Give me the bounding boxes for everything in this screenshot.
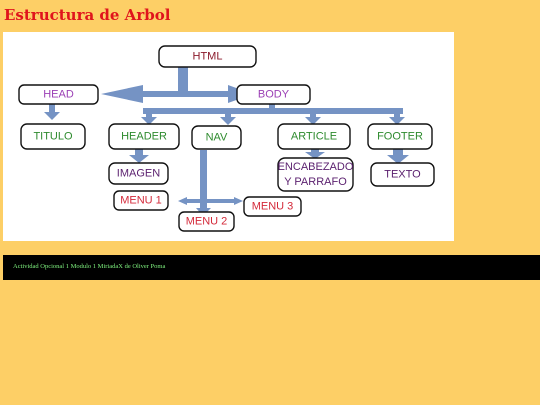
footer-label: FOOTER: [377, 131, 423, 143]
node-imagen: [108, 162, 169, 185]
menu1-arrow: [178, 197, 200, 205]
header-stem: [135, 148, 143, 156]
menu2-label: MENU 2: [186, 216, 228, 228]
menu1-label: MENU 1: [120, 195, 162, 207]
article-label: ARTICLE: [291, 131, 337, 143]
node-encabezado: [277, 157, 354, 192]
html-stem: [178, 67, 188, 91]
nav-label: NAV: [206, 132, 228, 144]
node-labels: HTML HEAD BODY TITULO HEADER NAV ARTICLE…: [33, 51, 423, 228]
node-article: [277, 123, 351, 150]
node-header: [108, 123, 180, 150]
menu3-arrow: [207, 197, 243, 205]
texto-arrowhead: [387, 155, 409, 164]
header-drop: [146, 111, 152, 118]
connector-arrows: [44, 67, 409, 216]
article-stem: [311, 148, 319, 153]
titulo-label: TITULO: [33, 131, 73, 143]
head-stem: [49, 103, 55, 113]
body-stem: [269, 102, 275, 110]
footer-arrowhead: [389, 117, 405, 125]
node-nav: [191, 125, 242, 150]
nav-drop: [225, 111, 231, 118]
node-menu2: [178, 211, 235, 232]
menu3-label: MENU 3: [252, 201, 294, 213]
node-footer: [367, 123, 433, 150]
node-body: [236, 84, 311, 105]
titulo-arrowhead: [44, 112, 60, 120]
encabezado-label-line1: ENCABEZADO: [278, 161, 354, 173]
node-texto: [370, 162, 435, 187]
node-menu3: [243, 196, 302, 217]
node-titulo: [20, 123, 86, 150]
footer-drop: [394, 111, 400, 118]
node-boxes: [18, 45, 435, 232]
tree-diagram-svg: HTML HEAD BODY TITULO HEADER NAV ARTICLE…: [18, 45, 435, 232]
head-body-double-arrow: [101, 85, 253, 103]
page-title: Estructura de Arbol: [4, 6, 171, 24]
body-children-bar: [143, 108, 403, 114]
head-label: HEAD: [43, 89, 74, 101]
footer-bar: Actividad Opcional 1 Modulo 1 MiriadaX d…: [3, 255, 540, 280]
nav-arrowhead: [220, 117, 236, 125]
node-menu1: [113, 190, 169, 211]
header-label: HEADER: [121, 131, 167, 143]
texto-label: TEXTO: [384, 169, 421, 181]
header-arrowhead: [141, 117, 157, 125]
footer-stem: [393, 148, 403, 156]
node-head: [18, 84, 99, 105]
footer-credit-text: Actividad Opcional 1 Modulo 1 MiriadaX d…: [13, 263, 166, 270]
encabezado-arrowhead: [305, 152, 325, 159]
html-label: HTML: [193, 51, 223, 63]
article-drop: [310, 111, 316, 118]
tree-diagram: HTML HEAD BODY TITULO HEADER NAV ARTICLE…: [3, 32, 454, 241]
imagen-arrowhead: [129, 155, 149, 163]
nav-stem: [200, 150, 207, 210]
imagen-label: IMAGEN: [117, 168, 160, 180]
article-arrowhead: [305, 117, 321, 125]
node-html: [158, 45, 257, 68]
body-label: BODY: [258, 89, 290, 101]
encabezado-label-line2: Y PARRAFO: [284, 176, 347, 188]
